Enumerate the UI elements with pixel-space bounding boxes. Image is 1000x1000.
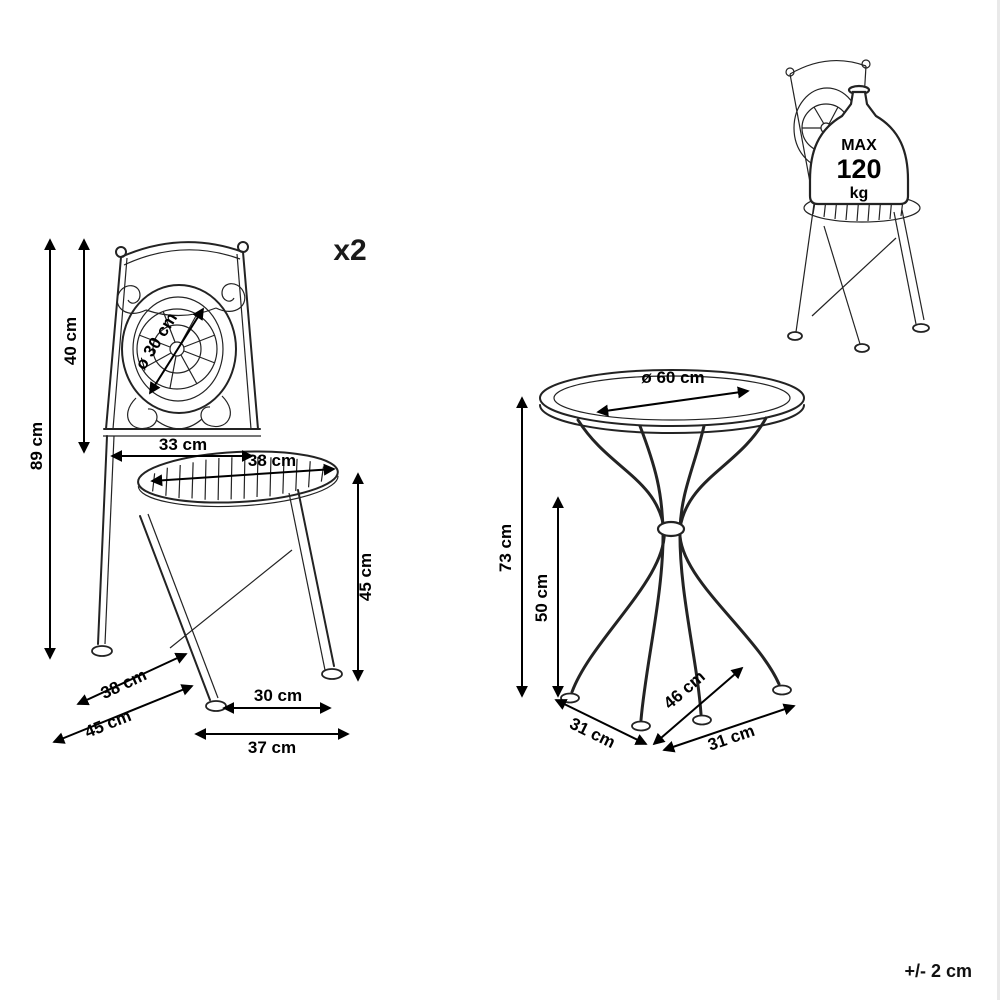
chair-front-width-label: 30 cm <box>254 686 302 705</box>
table-top <box>539 369 805 427</box>
dim-table-diameter: ø 60 cm <box>596 368 750 417</box>
chair-seat-depth-label: 38 cm <box>98 665 150 703</box>
dim-chair-backrest-width: 33 cm <box>110 435 254 462</box>
max-load-unit: kg <box>850 185 869 202</box>
dim-chair-base-width: 37 cm <box>194 728 350 757</box>
dim-chair-front-width: 30 cm <box>222 686 332 714</box>
scroll-ornament <box>200 395 231 428</box>
scroll-ornament <box>127 397 158 430</box>
chair-legs <box>91 435 343 712</box>
dim-table-total-height: 73 cm <box>496 396 528 698</box>
table-drawing <box>539 369 805 732</box>
tolerance-note: +/- 2 cm <box>904 961 972 981</box>
max-load-figure: MAX 120 kg <box>785 59 930 353</box>
chair-backrest-height-label: 40 cm <box>61 317 80 365</box>
chair-base-width-label: 37 cm <box>248 738 296 757</box>
table-diameter-label: ø 60 cm <box>641 368 704 387</box>
page-edge <box>997 0 1000 1000</box>
max-load-label: MAX <box>841 137 877 154</box>
table-base-right-label: 31 cm <box>705 721 757 755</box>
chair-mosaic-diameter-label: ø 30 cm <box>132 309 182 373</box>
dim-chair-total-height: 89 cm <box>27 238 56 660</box>
max-load-value: 120 <box>836 154 881 184</box>
table-base-left-label: 31 cm <box>567 714 619 752</box>
dim-table-base-right: 31 cm <box>662 703 796 755</box>
table-leg-height-label: 50 cm <box>532 574 551 622</box>
chair-seat-width-label: 38 cm <box>248 451 296 470</box>
chair-backrest-width-label: 33 cm <box>159 435 207 454</box>
dim-chair-backrest-height: 40 cm <box>61 238 90 454</box>
dim-chair-seat-width: 38 cm <box>150 451 336 487</box>
table-diagram: ø 60 cm 73 cm 50 cm 31 cm 46 cm 31 cm <box>496 368 805 755</box>
dim-chair-seat-depth: 38 cm <box>76 652 188 706</box>
chair-diagram: 89 cm 40 cm ø 30 cm 33 cm 38 cm 45 cm 38… <box>27 234 375 757</box>
chair-drawing <box>91 241 343 712</box>
chair-seat-height-label: 45 cm <box>356 553 375 601</box>
small-chair-legs <box>787 203 930 353</box>
chair-total-height-label: 89 cm <box>27 422 46 470</box>
small-chair-drawing: MAX 120 kg <box>785 59 930 353</box>
weight-jug: MAX 120 kg <box>808 84 910 206</box>
table-total-height-label: 73 cm <box>496 524 515 572</box>
table-leg-collar <box>656 520 686 538</box>
dim-chair-seat-height: 45 cm <box>352 472 375 682</box>
scroll-ornament <box>215 283 246 312</box>
dim-table-leg-height: 50 cm <box>532 496 564 698</box>
chair-total-depth-label: 45 cm <box>82 706 134 742</box>
scroll-ornament <box>116 285 147 314</box>
quantity-label: x2 <box>333 234 366 267</box>
